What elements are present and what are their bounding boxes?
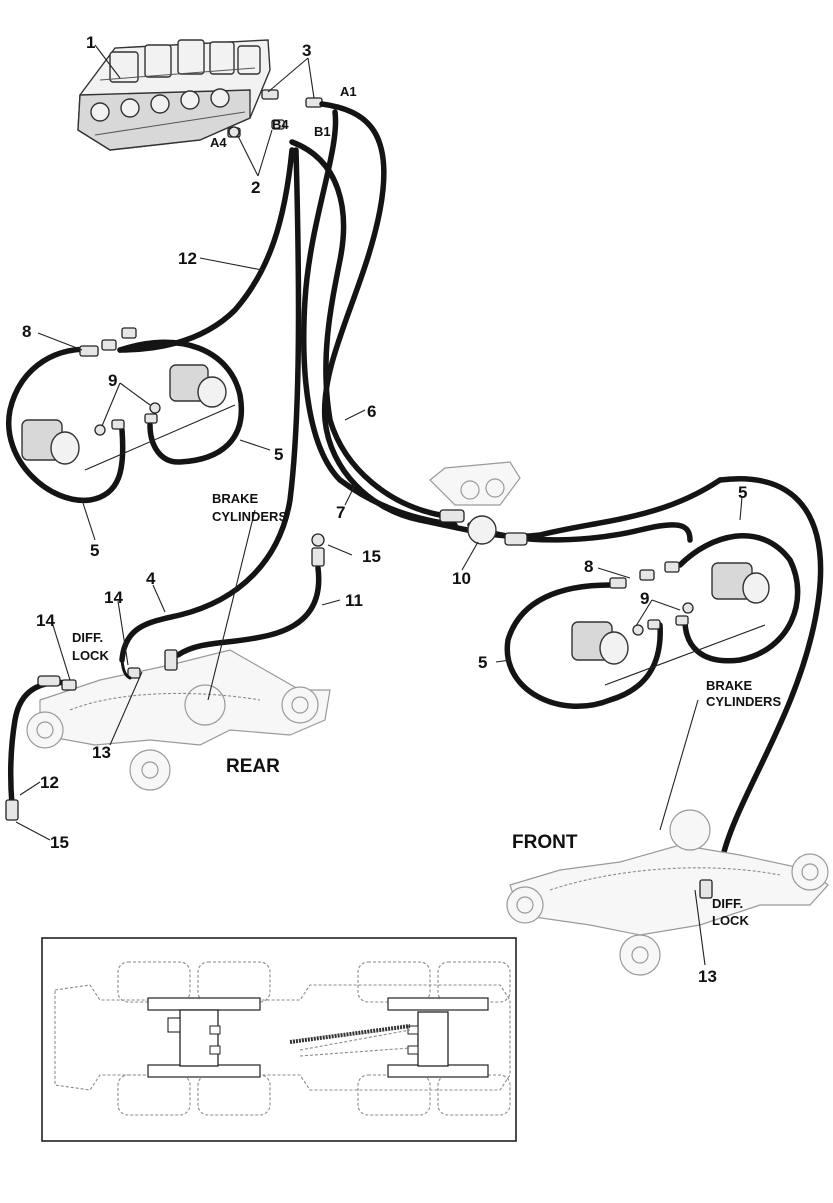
- label-3: 3: [302, 41, 311, 60]
- hose-b1: [301, 109, 458, 528]
- inset-plan-view: [41, 937, 517, 1142]
- label-b4: B4: [272, 117, 289, 132]
- hose-6: [289, 139, 443, 518]
- label-1: 1: [86, 33, 95, 52]
- control-valve-block: [77, 39, 271, 151]
- label-13-right: 13: [698, 967, 717, 986]
- fitting-15-mid: [311, 533, 325, 567]
- label-6: 6: [367, 402, 376, 421]
- label-9-left: 9: [108, 371, 117, 390]
- leader-lines: [15, 44, 743, 966]
- junction-assembly-10: [429, 461, 528, 546]
- label-brake-left-1: BRAKE: [212, 491, 259, 506]
- label-diff-lock-left-1: DIFF.: [72, 630, 103, 645]
- right-brake-group: [504, 533, 801, 710]
- label-8-left: 8: [22, 322, 31, 341]
- label-7: 7: [336, 503, 345, 522]
- label-11: 11: [345, 591, 363, 610]
- label-9-right: 9: [640, 589, 649, 608]
- hose-12-top: [117, 147, 295, 353]
- label-rear: REAR: [226, 756, 280, 777]
- label-front: FRONT: [512, 832, 578, 853]
- label-14-a: 14: [104, 588, 123, 607]
- left-brake-group: [5, 327, 245, 504]
- label-5-left-right: 5: [274, 445, 283, 464]
- label-5-right-left: 5: [478, 653, 487, 672]
- front-brake-cylinder-left: [571, 621, 629, 665]
- label-brake-right-1: BRAKE: [706, 678, 753, 693]
- hose-11: [175, 565, 322, 658]
- label-5-left-bottom: 5: [90, 541, 99, 560]
- front-brake-cylinder-right: [711, 562, 770, 604]
- label-5-right-top: 5: [738, 483, 747, 502]
- rear-axle: [26, 649, 331, 791]
- label-12-bottom: 12: [40, 773, 59, 792]
- hose-a1: [319, 101, 723, 540]
- label-12-top: 12: [178, 249, 197, 268]
- valve-fittings: [227, 89, 323, 138]
- label-brake-left-2: CYLINDERS: [212, 509, 287, 524]
- label-brake-right-2: CYLINDERS: [706, 694, 781, 709]
- label-10: 10: [452, 569, 471, 588]
- label-a1: A1: [340, 84, 357, 99]
- labels: 1 3 A1 B1 B4 A4 2 12 8 9 5 5 6 7 BRAKE C…: [22, 33, 781, 986]
- label-4: 4: [146, 569, 156, 588]
- label-13-left: 13: [92, 743, 111, 762]
- label-8-right: 8: [584, 557, 593, 576]
- label-diff-lock-right-1: DIFF.: [712, 896, 743, 911]
- hose-4: [119, 147, 302, 663]
- label-diff-lock-left-2: LOCK: [72, 648, 109, 663]
- label-15-mid: 15: [362, 547, 381, 566]
- label-a4: A4: [210, 135, 227, 150]
- rear-brake-cylinder-right: [169, 364, 227, 408]
- label-14-b: 14: [36, 611, 55, 630]
- label-15-bottom: 15: [50, 833, 69, 852]
- label-b1: B1: [314, 124, 331, 139]
- front-axle: [506, 809, 829, 976]
- rear-brake-cylinder-left: [21, 419, 80, 465]
- label-2: 2: [251, 178, 260, 197]
- label-diff-lock-right-2: LOCK: [712, 913, 749, 928]
